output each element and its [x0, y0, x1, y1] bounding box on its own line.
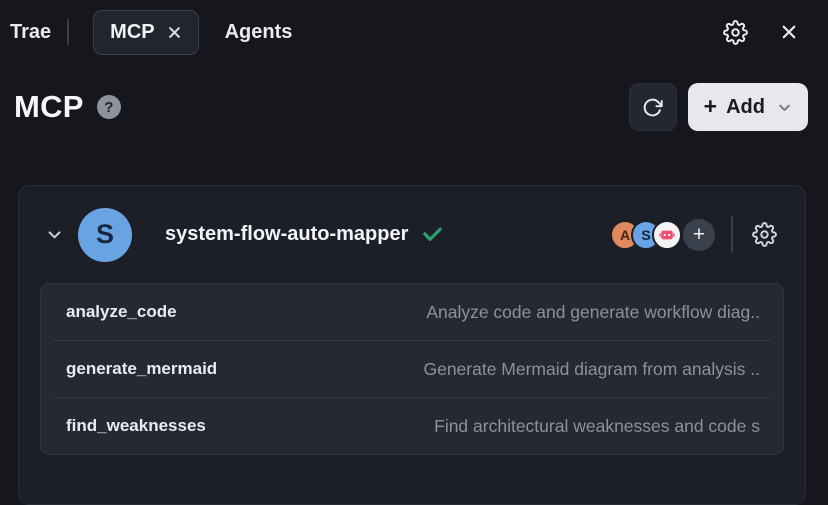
agent-avatar-robot-icon[interactable] [652, 219, 682, 250]
mcp-server-card: S system-flow-auto-mapper A S + analyze_… [18, 185, 806, 505]
topbar: Trae MCP Agents [0, 0, 828, 64]
refresh-icon [643, 98, 663, 116]
page-header: MCP ? + Add [0, 78, 828, 136]
plus-icon: + [703, 92, 718, 119]
page-title: MCP [14, 89, 84, 124]
row-divider [53, 397, 771, 398]
refresh-button[interactable] [628, 83, 677, 131]
tool-description: Analyze code and generate workflow diag.… [426, 301, 760, 322]
status-check-icon [421, 223, 444, 246]
server-avatar: S [78, 207, 132, 262]
server-name: system-flow-auto-mapper [165, 223, 409, 245]
tool-name: find_weaknesses [66, 416, 206, 435]
add-button[interactable]: + Add [687, 83, 808, 131]
collapse-chevron-icon[interactable] [46, 226, 63, 243]
tool-row-find-weaknesses[interactable]: find_weaknesses Find architectural weakn… [41, 398, 783, 454]
tab-agents[interactable]: Agents [224, 20, 293, 43]
tab-mcp-label: MCP [110, 20, 155, 43]
server-header-actions: A S + [610, 216, 779, 253]
header-divider [731, 216, 733, 253]
tools-list: analyze_code Analyze code and generate w… [40, 283, 784, 455]
topbar-divider [67, 19, 70, 45]
help-icon[interactable]: ? [96, 95, 121, 119]
tool-name: analyze_code [66, 302, 177, 321]
settings-gear-icon[interactable] [721, 18, 750, 47]
row-divider [53, 340, 771, 341]
app-title: Trae [10, 20, 52, 43]
add-agent-button[interactable]: + [683, 218, 715, 251]
tab-mcp[interactable]: MCP [93, 9, 199, 55]
tool-row-generate-mermaid[interactable]: generate_mermaid Generate Mermaid diagra… [41, 341, 783, 397]
tool-row-analyze-code[interactable]: analyze_code Analyze code and generate w… [41, 284, 783, 340]
server-settings-gear-icon[interactable] [750, 220, 779, 249]
tab-close-icon[interactable] [167, 25, 182, 40]
server-card-header: S system-flow-auto-mapper A S + [19, 186, 805, 283]
tool-name: generate_mermaid [66, 359, 218, 378]
close-panel-icon[interactable] [778, 21, 800, 43]
chevron-down-icon [777, 100, 792, 115]
tool-description: Find architectural weaknesses and code s [434, 415, 760, 436]
add-button-label: Add [726, 95, 765, 118]
tool-description: Generate Mermaid diagram from analysis .… [423, 358, 760, 379]
